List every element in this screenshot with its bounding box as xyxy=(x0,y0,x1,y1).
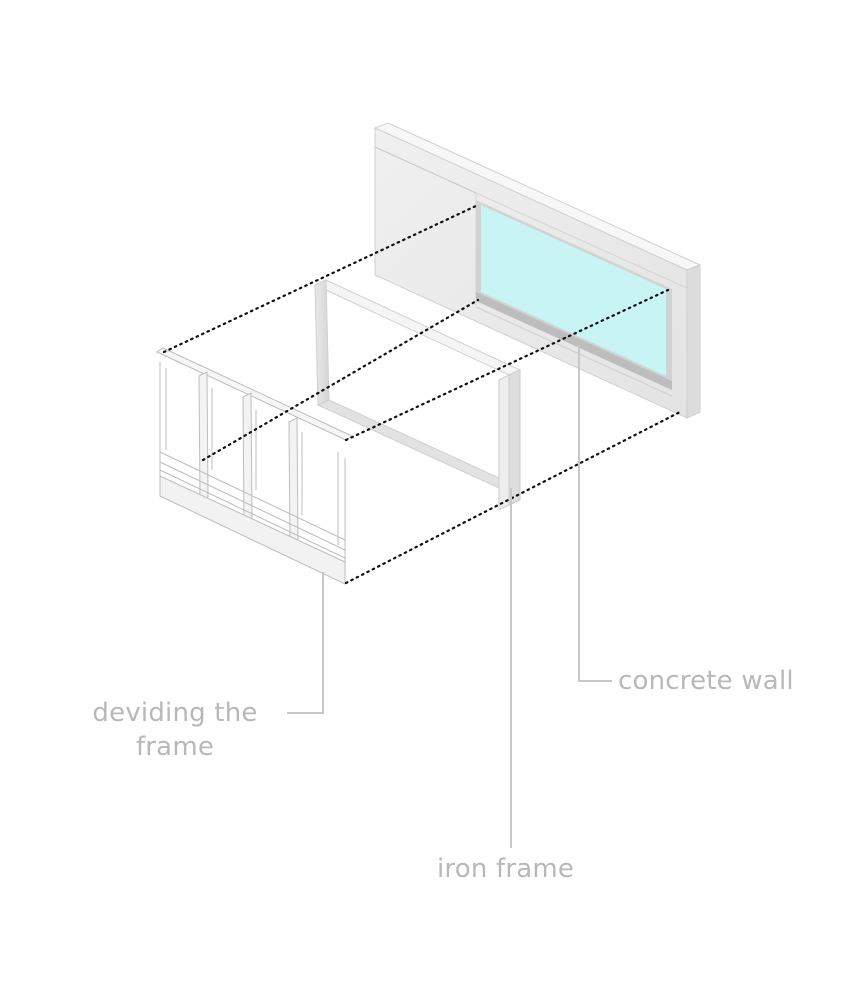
deviding-frame-label-line1: deviding the xyxy=(92,698,258,728)
leader-deviding-frame xyxy=(287,572,324,714)
leader-concrete-wall xyxy=(578,345,612,682)
dotted-projection-lines xyxy=(162,203,682,585)
iron-frame-label: iron frame xyxy=(437,854,575,884)
concrete-wall-label: concrete wall xyxy=(618,666,794,696)
deviding-frame-label: deviding the frame xyxy=(60,696,290,764)
iron-frame xyxy=(313,279,522,511)
glass-pane xyxy=(481,205,666,376)
deviding-frame-label-line2: frame xyxy=(135,732,215,762)
concrete-wall xyxy=(373,122,702,419)
leader-lines xyxy=(287,345,612,848)
